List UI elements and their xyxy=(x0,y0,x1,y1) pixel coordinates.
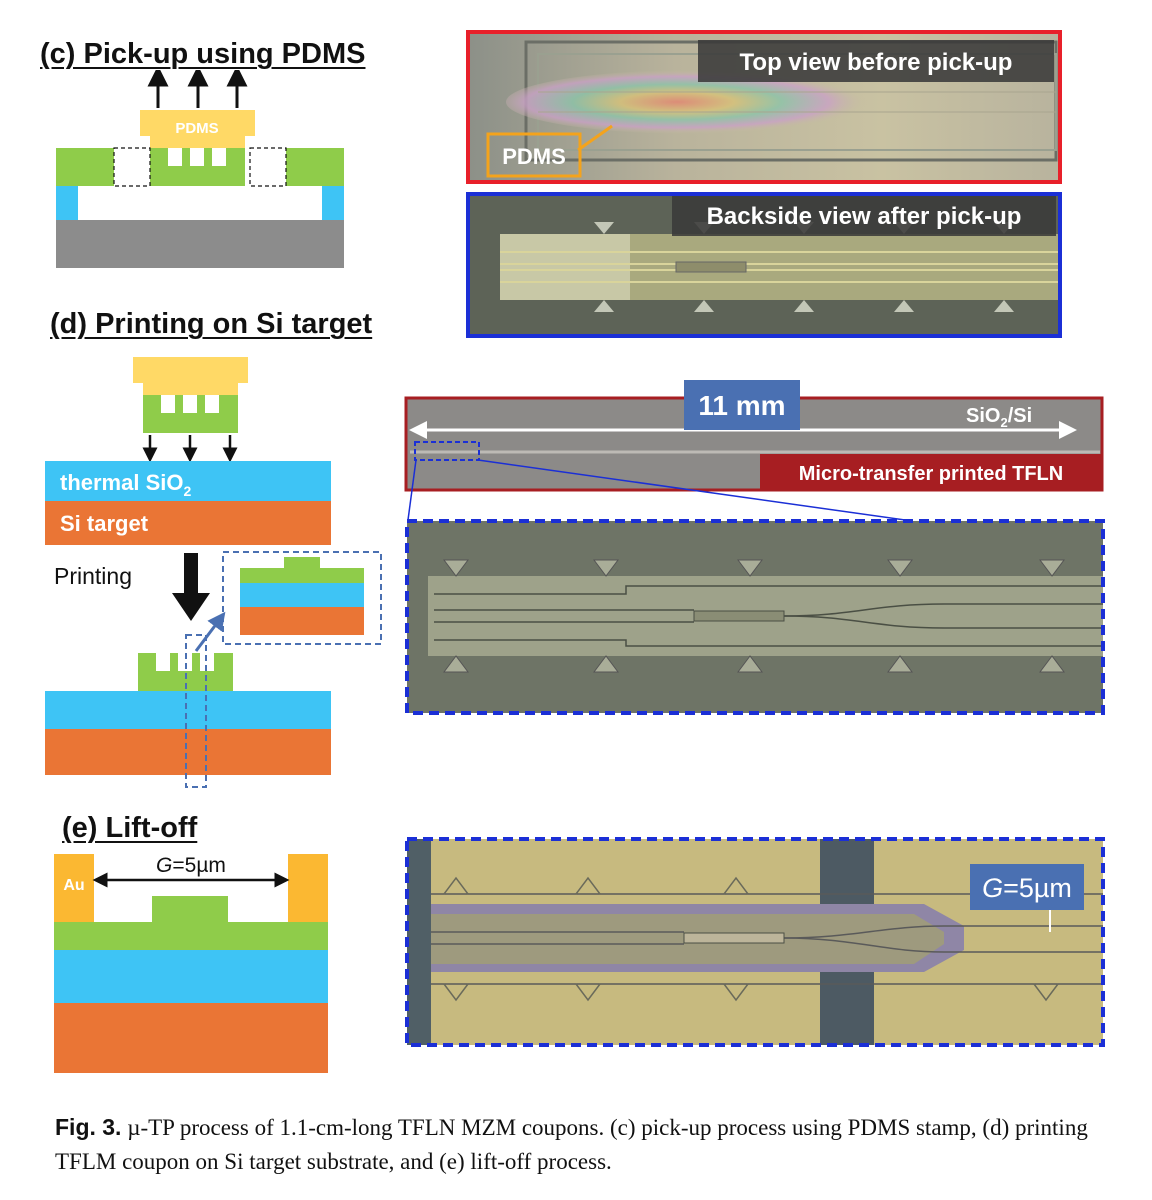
pdms-stamp xyxy=(140,110,255,148)
top-view-label-box xyxy=(698,40,1054,82)
waveguide-slot xyxy=(168,148,182,166)
anchor-pillar xyxy=(322,186,344,220)
gap-label: G=5µm xyxy=(982,873,1072,903)
printed-zoom-micrograph xyxy=(405,519,1105,715)
pdms-stamp xyxy=(133,357,248,395)
tether-triangles xyxy=(443,559,1065,673)
printing-arrow xyxy=(172,553,210,621)
backside-label-box xyxy=(672,196,1056,236)
device-layer xyxy=(56,148,114,186)
length-label-box xyxy=(684,380,800,430)
waveguide-slot xyxy=(161,395,175,413)
zoom-inset-frame xyxy=(222,551,382,645)
waveguide-slot xyxy=(156,653,170,671)
blue-frame xyxy=(466,192,1062,338)
liftoff-micrograph: G=5µm xyxy=(405,837,1105,1047)
tether-marks xyxy=(443,876,1059,1002)
liftoff-diagram: Au G=5µm xyxy=(54,854,328,1073)
figure-caption: Fig. 3. µ-TP process of 1.1-cm-long TFLN… xyxy=(55,1110,1115,1179)
released-cavity xyxy=(78,186,322,220)
zoom-pointer-arrow xyxy=(194,611,226,652)
zoom-selection xyxy=(185,634,207,788)
connector-line xyxy=(477,459,906,521)
waveguide-traces xyxy=(434,585,1103,647)
pdms-callout-box xyxy=(486,132,582,178)
connector-line xyxy=(407,459,417,521)
waveguide-slot xyxy=(178,653,192,671)
broken-tether xyxy=(113,147,151,187)
pdms-callout-line xyxy=(577,124,613,152)
top-view-label: Top view before pick-up xyxy=(740,49,1013,76)
figure-label: Fig. 3. xyxy=(55,1114,122,1140)
printed-overview-micrograph: 11 mm SiO2/Si Micro-transfer printed TFL… xyxy=(404,380,1104,492)
printing-label: Printing xyxy=(54,563,132,589)
waveguide-traces xyxy=(500,251,1058,283)
si-target-label: Si target xyxy=(60,511,149,536)
au-electrode xyxy=(54,854,94,922)
waveguide-slot xyxy=(200,653,214,671)
zoom-connector xyxy=(407,459,906,521)
tfln-rib xyxy=(152,896,228,922)
printed-label-box xyxy=(760,454,1102,490)
substrate-label: SiO2/Si xyxy=(966,405,1032,430)
inset-si-layer xyxy=(240,607,364,635)
top-view-micrograph: Top view before pick-up PDMS xyxy=(466,30,1062,184)
si-layer xyxy=(54,1003,328,1073)
waveguide-slot xyxy=(212,148,226,166)
backside-view-micrograph: Backside view after pick-up xyxy=(466,192,1062,338)
section-d-title: (d) Printing on Si target xyxy=(50,308,373,340)
pdms-label: PDMS xyxy=(175,120,218,137)
caption-text: µ-TP process of 1.1-cm-long TFLN MZM cou… xyxy=(55,1115,1088,1174)
newton-rings xyxy=(506,70,886,134)
mzm-section xyxy=(693,610,785,622)
au-label: Au xyxy=(63,877,84,894)
waveguide-slot xyxy=(205,395,219,413)
donor-substrate xyxy=(56,220,344,268)
zoom-selection xyxy=(414,441,480,461)
printed-sio2-layer xyxy=(45,691,331,729)
tfln-slab xyxy=(54,922,328,950)
mzm-section xyxy=(683,932,785,944)
device-layer xyxy=(286,148,344,186)
section-c-title: (c) Pick-up using PDMS xyxy=(40,38,366,70)
inset-coupon-layer xyxy=(240,568,364,583)
printing-diagram: thermal SiO2 Si target Printing xyxy=(45,357,382,788)
anchor-pillar xyxy=(56,186,78,220)
waveguide-slot xyxy=(183,395,197,413)
blue-dashed-frame xyxy=(405,519,1105,715)
waveguide-slot xyxy=(190,148,204,166)
mzm-section xyxy=(675,261,747,273)
substrate-edge xyxy=(407,839,431,1045)
backside-label: Backside view after pick-up xyxy=(707,203,1022,230)
inset-sio2-layer xyxy=(240,583,364,607)
sio2-label: thermal SiO2 xyxy=(60,470,191,499)
printed-label: Micro-transfer printed TFLN xyxy=(799,463,1063,485)
pickup-diagram: PDMS xyxy=(56,70,344,268)
thermal-sio2-layer xyxy=(45,461,331,501)
broken-tether xyxy=(249,147,287,187)
red-frame xyxy=(466,30,1062,184)
inset-rib xyxy=(284,557,320,568)
pdms-callout-label: PDMS xyxy=(502,144,566,169)
si-target-layer xyxy=(45,501,331,545)
au-electrode xyxy=(288,854,328,922)
gap-label-box xyxy=(970,864,1084,910)
section-e-title: (e) Lift-off xyxy=(62,812,198,844)
coupon-end xyxy=(500,234,630,300)
sio2-layer xyxy=(54,950,328,1003)
waveguide-traces xyxy=(431,893,1103,985)
printed-si-layer xyxy=(45,729,331,775)
gap-label: G=5µm xyxy=(156,854,226,877)
blue-dashed-frame xyxy=(405,837,1105,1047)
length-label: 11 mm xyxy=(698,390,785,421)
